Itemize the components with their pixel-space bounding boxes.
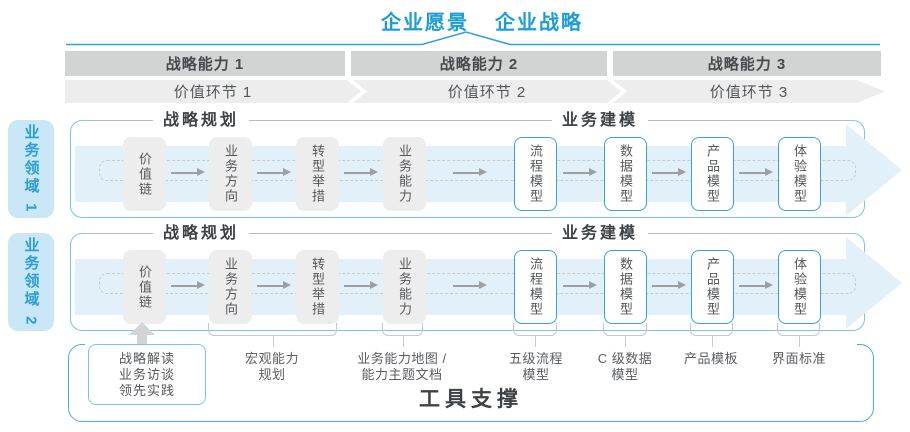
value-band-3: 价值环节 3	[613, 80, 885, 103]
callout-bracket	[777, 323, 820, 347]
section-planning: 战略规划	[152, 224, 250, 244]
step-arrow-icon	[171, 281, 205, 290]
vision-title: 企业愿景	[381, 12, 469, 34]
lane-header: 战略规划 业务建模	[83, 111, 852, 131]
node-value-chain: 价值链	[123, 137, 166, 211]
callout-bracket	[208, 323, 337, 347]
capability-band-3: 战略能力 3	[613, 51, 881, 76]
step-arrow-icon	[563, 168, 597, 177]
node-product-model: 产品模型	[691, 250, 734, 324]
page-title: 企业愿景 企业战略	[27, 6, 910, 35]
step-arrow-icon	[652, 281, 686, 290]
section-modeling: 业务建模	[551, 224, 649, 244]
domain-tab-1: 业务领域 1	[8, 120, 54, 218]
callout-product-template: 产品模板	[683, 351, 738, 366]
step-arrow-icon	[344, 168, 378, 177]
tools-support-container: 工具支撑	[68, 343, 874, 422]
node-business-direction: 业务方向	[209, 137, 252, 211]
node-product-model: 产品模型	[691, 137, 734, 211]
value-band-2: 价值环节 2	[353, 80, 621, 103]
node-process-model: 流程模型	[514, 250, 557, 324]
node-data-model: 数据模型	[604, 250, 647, 324]
capability-band-2: 战略能力 2	[351, 51, 607, 76]
callout-bracket	[382, 323, 423, 347]
callout-ui-standard: 界面标准	[771, 351, 826, 366]
step-arrow-icon	[257, 281, 291, 290]
callout-bracket	[603, 323, 647, 347]
step-arrow-icon	[652, 168, 686, 177]
capability-band-1: 战略能力 1	[65, 51, 345, 76]
practice-input-box: 战略解读 业务访谈 领先实践	[88, 344, 206, 405]
callout-capability-map: 业务能力地图 /能力主题文档	[357, 351, 447, 382]
header-rule	[83, 233, 852, 234]
domain-tab-2: 业务领域 2	[8, 233, 54, 331]
section-planning: 战略规划	[152, 111, 250, 131]
node-experience-model: 体验模型	[778, 137, 821, 211]
section-modeling: 业务建模	[551, 111, 649, 131]
node-value-chain: 价值链	[123, 250, 166, 324]
step-arrow-icon	[453, 281, 487, 290]
node-experience-model: 体验模型	[778, 250, 821, 324]
lane-domain-1: 战略规划 业务建模 价值链 业务方向 转型举措 业务能力 流程模型 数据模型 产…	[70, 111, 902, 218]
dashed-track	[99, 273, 856, 294]
value-band-1: 价值环节 1	[65, 80, 361, 103]
node-transformation-initiatives: 转型举措	[296, 250, 339, 324]
callout-data-model: C 级数据模型	[597, 351, 653, 382]
lane-header: 战略规划 业务建模	[83, 224, 852, 244]
callout-process-model: 五级流程模型	[508, 351, 563, 382]
step-arrow-icon	[257, 168, 291, 177]
callout-bracket	[690, 323, 733, 347]
tools-support-label: 工具支撑	[419, 388, 523, 411]
strategy-title: 企业战略	[495, 12, 583, 34]
up-arrow-stem	[137, 334, 147, 345]
step-arrow-icon	[344, 281, 378, 290]
node-business-direction: 业务方向	[209, 250, 252, 324]
node-process-model: 流程模型	[514, 137, 557, 211]
step-arrow-icon	[739, 168, 773, 177]
step-arrow-icon	[171, 168, 205, 177]
up-arrow-icon	[129, 322, 155, 335]
node-transformation-initiatives: 转型举措	[296, 137, 339, 211]
vision-connector-line	[66, 31, 880, 46]
step-arrow-icon	[739, 281, 773, 290]
node-data-model: 数据模型	[604, 137, 647, 211]
header-rule	[83, 120, 852, 121]
node-business-capability: 业务能力	[383, 137, 426, 211]
node-business-capability: 业务能力	[383, 250, 426, 324]
lane-domain-2: 战略规划 业务建模 价值链 业务方向 转型举措 业务能力 流程模型 数据模型 产…	[70, 224, 902, 331]
callout-bracket	[513, 323, 557, 347]
step-arrow-icon	[453, 168, 487, 177]
step-arrow-icon	[563, 281, 597, 290]
callout-macro-capability: 宏观能力规划	[244, 351, 299, 382]
dashed-track	[99, 160, 856, 181]
